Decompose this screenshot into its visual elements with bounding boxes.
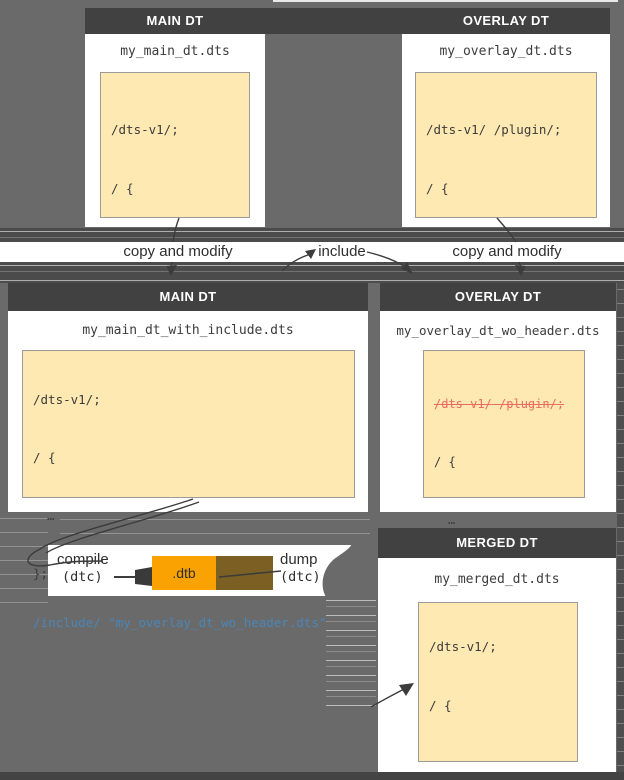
copy-modify-label-right: copy and modify xyxy=(452,243,562,260)
glitch-swoosh-top xyxy=(356,548,376,596)
glitch-swoosh-blob xyxy=(326,597,376,709)
mid-overlay-card: my_overlay_dt_wo_header.dts /dts-v1/ /pl… xyxy=(380,311,616,585)
flow-label-strip: copy and modify include copy and modify xyxy=(0,242,624,262)
top-overlay-filename: my_overlay_dt.dts xyxy=(439,44,573,59)
glitch-line-top xyxy=(273,0,618,2)
mid-overlay-header: OVERLAY DT xyxy=(380,283,616,311)
main-dt-title: MAIN DT xyxy=(146,13,204,28)
code-line: /dts-v1/; xyxy=(33,392,101,407)
code-line: }; xyxy=(33,566,49,581)
deleted-header-line: /dts-v1/ /plugin/; xyxy=(434,397,565,411)
dtb-box: .dtb xyxy=(152,556,216,590)
merged-header: MERGED DT xyxy=(378,528,616,558)
code-line: /dts-v1/; xyxy=(429,639,497,654)
mid-main-card: my_main_dt_with_include.dts /dts-v1/; / … xyxy=(8,311,368,630)
dtb-shadow xyxy=(216,556,273,590)
code-line: / { xyxy=(426,181,449,196)
code-line: /dts-v1/ /plugin/; xyxy=(426,122,562,137)
overlay-dt-title: OVERLAY DT xyxy=(462,13,550,28)
code-line: / { xyxy=(429,698,452,713)
top-main-filename: my_main_dt.dts xyxy=(120,44,230,59)
code-line: / { xyxy=(434,455,456,469)
compile-band: compile (dtc) .dtb dump (dtc) xyxy=(48,545,375,596)
top-main-codebox: /dts-v1/; / { … }; xyxy=(100,72,250,314)
code-line: … xyxy=(448,513,456,527)
merged-filename: my_merged_dt.dts xyxy=(434,572,560,587)
code-line: /dts-v1/; xyxy=(111,122,179,137)
mid-main-codebox: /dts-v1/; / { … }; /include/ "my_overlay… xyxy=(22,350,355,630)
include-directive-line: /include/ "my_overlay_dt_wo_header.dts" xyxy=(33,615,327,630)
include-label: include xyxy=(318,243,366,260)
dump-label: dump xyxy=(280,551,318,568)
glitch-band-upper xyxy=(0,228,624,242)
compile-label: compile xyxy=(57,551,109,568)
copy-modify-label-left: copy and modify xyxy=(123,243,233,260)
merged-codebox: /dts-v1/; / { … … }; xyxy=(418,602,578,780)
glitch-band-lower xyxy=(0,262,624,283)
merged-card: my_merged_dt.dts /dts-v1/; / { … … }; xyxy=(378,558,616,780)
right-edge-strip xyxy=(617,242,624,772)
top-overlay-card: my_overlay_dt.dts /dts-v1/ /plugin/; / {… xyxy=(402,34,610,314)
top-main-card: my_main_dt.dts /dts-v1/; / { … }; xyxy=(85,34,265,314)
code-line: … xyxy=(47,508,55,523)
mid-overlay-codebox: /dts-v1/ /plugin/; / { … }; xyxy=(423,350,585,585)
bottom-strip xyxy=(0,772,624,780)
dump-tool-label: (dtc) xyxy=(280,569,321,585)
top-overlay-codebox: /dts-v1/ /plugin/; / { … }; xyxy=(415,72,597,314)
compile-tool-label: (dtc) xyxy=(62,569,103,585)
code-line: / { xyxy=(33,450,56,465)
mid-overlay-filename: my_overlay_dt_wo_header.dts xyxy=(396,323,600,338)
mid-main-header: MAIN DT xyxy=(8,283,368,311)
top-header-band: MAIN DT OVERLAY DT xyxy=(85,8,610,34)
mid-main-filename: my_main_dt_with_include.dts xyxy=(82,323,294,338)
code-line: / { xyxy=(111,181,134,196)
